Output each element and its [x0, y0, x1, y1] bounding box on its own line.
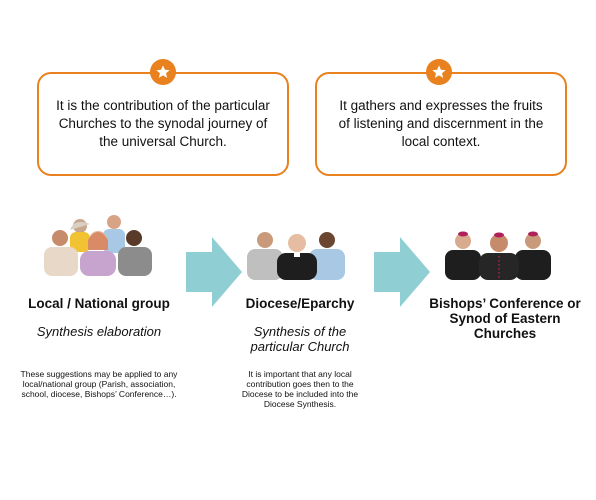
stage-subtitle-local: Synthesis elaboration	[36, 324, 162, 339]
right-arrow-icon	[186, 237, 242, 307]
right-arrow-icon	[374, 237, 430, 307]
stage-note-local: These suggestions may be applied to any …	[20, 369, 178, 399]
callout-box-discernment: It gathers and expresses the fruits of l…	[315, 72, 567, 176]
bishops-conference-icon	[445, 231, 551, 280]
local-group-people-icon	[44, 215, 152, 276]
star-icon	[150, 59, 176, 85]
stage-note-diocese: It is important that any local contribut…	[241, 369, 359, 409]
diocese-clergy-icon	[247, 232, 345, 280]
stage-title-local: Local / National group	[28, 296, 170, 311]
star-icon	[426, 59, 452, 85]
callout-text: It gathers and expresses the fruits of l…	[338, 98, 544, 149]
callout-text: It is the contribution of the particular…	[56, 98, 270, 149]
stage-title-bishops: Bishops’ Conference or Synod of Eastern …	[429, 296, 581, 341]
stage-title-diocese: Diocese/Eparchy	[245, 296, 355, 311]
callout-box-contribution: It is the contribution of the particular…	[37, 72, 289, 176]
stage-subtitle-diocese: Synthesis of the particular Church	[250, 324, 350, 354]
